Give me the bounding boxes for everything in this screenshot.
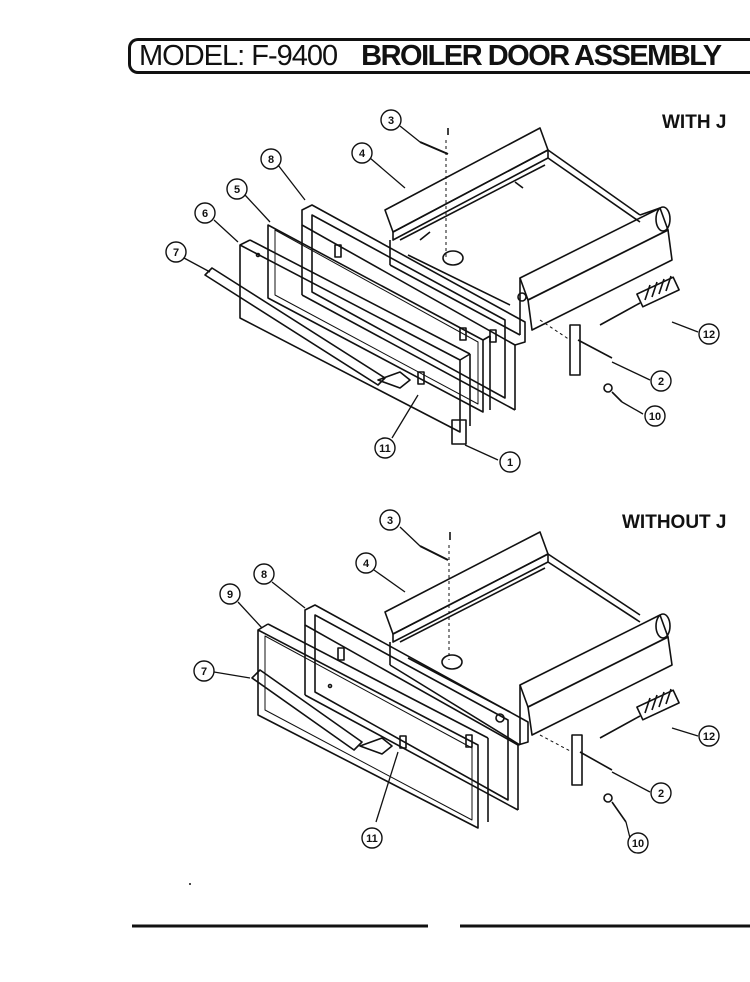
callout-10-top bbox=[644, 405, 666, 427]
callout-7-top bbox=[165, 241, 187, 263]
callouts-top bbox=[165, 109, 720, 473]
callout-4-bottom bbox=[355, 552, 377, 574]
screw-bottom bbox=[419, 532, 451, 660]
spring-top bbox=[599, 275, 680, 326]
bottom-assembly bbox=[251, 531, 680, 829]
hinge-top bbox=[539, 319, 613, 376]
callout-label: 8 bbox=[268, 154, 274, 166]
callout-4-top bbox=[351, 142, 373, 164]
callout-label: 12 bbox=[703, 731, 715, 743]
callout-labels-top: 3 4 8 5 6 7 12 2 10 11 1 bbox=[173, 115, 715, 469]
callout-label: 5 bbox=[234, 184, 240, 196]
callout-2-bottom bbox=[650, 782, 672, 804]
screw-10-top bbox=[603, 383, 623, 403]
callout-7-bottom bbox=[193, 660, 215, 682]
callout-6-top bbox=[194, 202, 216, 224]
callout-8-bottom bbox=[253, 563, 275, 585]
callout-label: 2 bbox=[658, 376, 664, 388]
callout-9-bottom bbox=[219, 583, 241, 605]
callout-2-top bbox=[650, 370, 672, 392]
callout-label: 1 bbox=[507, 457, 513, 469]
callout-label: 4 bbox=[363, 558, 370, 570]
speck bbox=[189, 883, 191, 885]
door-panel-bottom bbox=[257, 623, 489, 829]
callout-label: 4 bbox=[359, 148, 366, 160]
broiler-pan-top bbox=[384, 127, 673, 336]
outer-panel-top bbox=[239, 239, 471, 433]
callout-label: 9 bbox=[227, 589, 233, 601]
callout-label: 10 bbox=[649, 411, 661, 423]
callout-10-bottom bbox=[627, 832, 649, 854]
top-assembly bbox=[204, 127, 680, 445]
callout-label: 8 bbox=[261, 569, 267, 581]
door-liner-top bbox=[301, 204, 526, 411]
callout-labels-bottom: 3 4 8 9 7 12 2 10 11 bbox=[201, 515, 715, 850]
callout-3-bottom bbox=[379, 509, 401, 531]
callout-label: 7 bbox=[201, 666, 207, 678]
door-handle-bottom bbox=[251, 669, 393, 755]
door-liner-bottom bbox=[304, 604, 529, 811]
variant-label-without-j: WITHOUT J bbox=[622, 512, 727, 533]
variant-label-with-j: WITH J bbox=[662, 112, 727, 133]
callout-label: 12 bbox=[703, 329, 715, 341]
callout-8-top bbox=[260, 148, 282, 170]
callout-11-top bbox=[374, 437, 396, 459]
leader-lines-bottom bbox=[213, 526, 699, 839]
callout-label: 10 bbox=[632, 838, 644, 850]
page-title: BROILER DOOR ASSEMBLY bbox=[361, 39, 722, 72]
callouts-bottom bbox=[193, 509, 720, 854]
screw-10-bottom bbox=[603, 793, 627, 823]
callout-3-top bbox=[380, 109, 402, 131]
hinge-bottom bbox=[539, 734, 613, 786]
header-banner: MODEL: F-9400 BROILER DOOR ASSEMBLY bbox=[128, 38, 750, 74]
callout-label: 7 bbox=[173, 247, 179, 259]
callout-5-top bbox=[226, 178, 248, 200]
screw-top bbox=[419, 128, 449, 258]
model-number: MODEL: F-9400 bbox=[139, 39, 338, 72]
callout-12-bottom bbox=[698, 725, 720, 747]
clip-top bbox=[451, 419, 467, 445]
inner-panel-top bbox=[267, 224, 491, 413]
callout-label: 3 bbox=[387, 515, 393, 527]
leader-lines-top bbox=[183, 125, 699, 461]
callout-label: 11 bbox=[366, 833, 378, 845]
callout-label: 2 bbox=[658, 788, 664, 800]
callout-12-top bbox=[698, 323, 720, 345]
callout-11-bottom bbox=[361, 827, 383, 849]
broiler-pan-bottom bbox=[384, 531, 673, 746]
callout-label: 6 bbox=[202, 208, 208, 220]
spring-bottom bbox=[599, 688, 680, 739]
callout-label: 3 bbox=[388, 115, 394, 127]
door-handle-top bbox=[204, 267, 411, 389]
callout-1-top bbox=[499, 451, 521, 473]
callout-label: 11 bbox=[379, 443, 391, 455]
